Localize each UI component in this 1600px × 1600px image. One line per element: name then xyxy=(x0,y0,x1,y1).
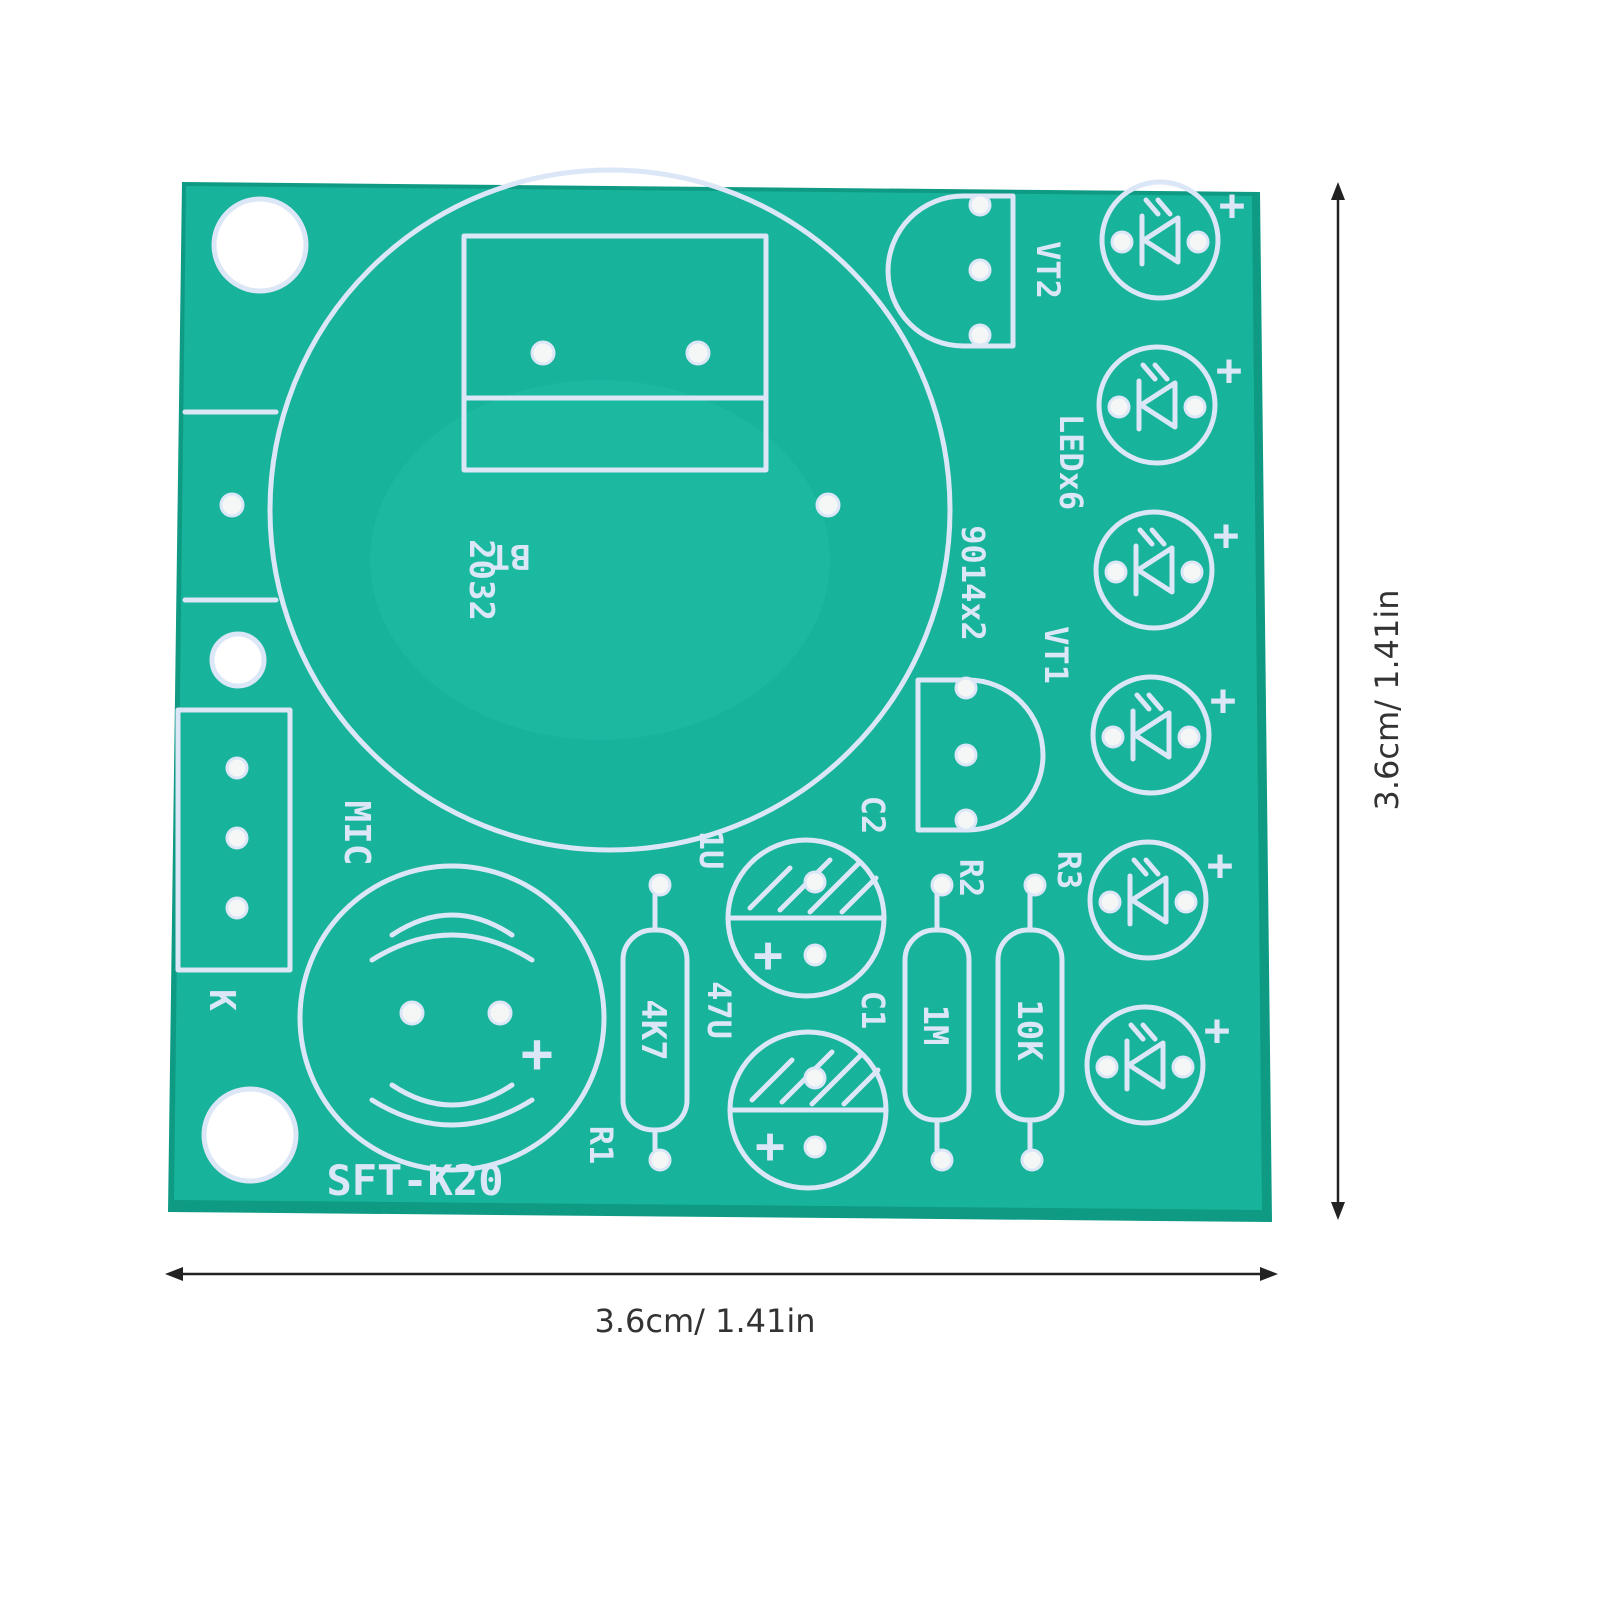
c1-capacitor-footprint: + C1 47U xyxy=(700,981,892,1191)
battery-holder-footprint: BT 2032 xyxy=(267,167,953,853)
led-plus-sign: + xyxy=(1210,675,1237,726)
c1-value-label: 47U xyxy=(700,981,738,1039)
pcb-surface xyxy=(174,186,1262,1210)
led-column: + + + + + + xyxy=(1084,179,1246,1126)
led-count-label: LEDx6 xyxy=(1052,414,1090,510)
transistor-type-label: 9014x2 xyxy=(954,525,992,641)
height-arrow-top xyxy=(1331,182,1345,200)
k-connector: K xyxy=(175,707,293,1011)
led-footprint: + xyxy=(1093,509,1240,631)
mic-plus-sign: + xyxy=(521,1022,554,1085)
battery-type-label: 2032 xyxy=(461,539,501,621)
r2-value-label: 1M xyxy=(915,1005,955,1046)
r3-resistor-footprint: 10K R3 xyxy=(995,851,1088,1172)
led-footprint: + xyxy=(1090,674,1237,796)
mounting-hole-top-left xyxy=(211,196,309,294)
r3-value-label: 10K xyxy=(1009,999,1049,1061)
led-footprint: + xyxy=(1099,179,1246,301)
board-model-label: SFT-K20 xyxy=(326,1156,503,1205)
height-dimension: 3.6cm/ 1.41in xyxy=(1331,182,1406,1220)
r1-label: R1 xyxy=(582,1126,620,1165)
height-arrow-bottom xyxy=(1331,1202,1345,1220)
k-label: K xyxy=(201,989,242,1011)
r3-label: R3 xyxy=(1050,851,1088,890)
width-arrow-right xyxy=(1260,1267,1278,1281)
c1-label: C1 xyxy=(854,991,892,1030)
mic-label: MIC xyxy=(336,800,377,865)
c2-value-label: 1U xyxy=(692,831,730,870)
bt-label: BT xyxy=(490,536,531,576)
vt2-label: VT2 xyxy=(1029,241,1067,299)
width-dimension: 3.6cm/ 1.41in xyxy=(165,1267,1278,1340)
c2-plus-sign: + xyxy=(753,926,783,984)
c2-label: C2 xyxy=(854,796,892,835)
vt1-label: VT1 xyxy=(1037,626,1075,684)
led-footprint: + xyxy=(1087,839,1234,961)
led-plus-sign: + xyxy=(1207,840,1234,891)
width-arrow-left xyxy=(165,1267,183,1281)
edge-pad-top xyxy=(182,409,279,603)
led-plus-sign: + xyxy=(1213,510,1240,561)
led-plus-sign: + xyxy=(1204,1005,1231,1056)
vt1-transistor-footprint xyxy=(915,676,1046,833)
c2-capacitor-footprint: + C2 1U xyxy=(692,796,892,999)
vt2-transistor-footprint: VT2 xyxy=(885,193,1067,349)
width-dimension-label: 3.6cm/ 1.41in xyxy=(594,1302,815,1340)
led-plus-sign: + xyxy=(1219,180,1246,231)
led-footprint: + xyxy=(1096,344,1243,466)
r1-resistor-footprint: 4K7 R1 xyxy=(582,873,690,1172)
board-sheen xyxy=(370,380,830,740)
microphone-footprint: + MIC xyxy=(297,800,607,1173)
mounting-hole-left xyxy=(209,631,267,689)
r2-label: R2 xyxy=(952,859,990,898)
led-plus-sign: + xyxy=(1216,345,1243,396)
r2-resistor-footprint: 1M R2 xyxy=(902,859,990,1172)
r1-value-label: 4K7 xyxy=(633,999,673,1060)
mounting-hole-bottom-left xyxy=(201,1086,299,1184)
led-footprint: + xyxy=(1084,1004,1231,1126)
height-dimension-label: 3.6cm/ 1.41in xyxy=(1368,589,1406,810)
pcb-board xyxy=(168,182,1272,1222)
c1-plus-sign: + xyxy=(755,1117,785,1175)
